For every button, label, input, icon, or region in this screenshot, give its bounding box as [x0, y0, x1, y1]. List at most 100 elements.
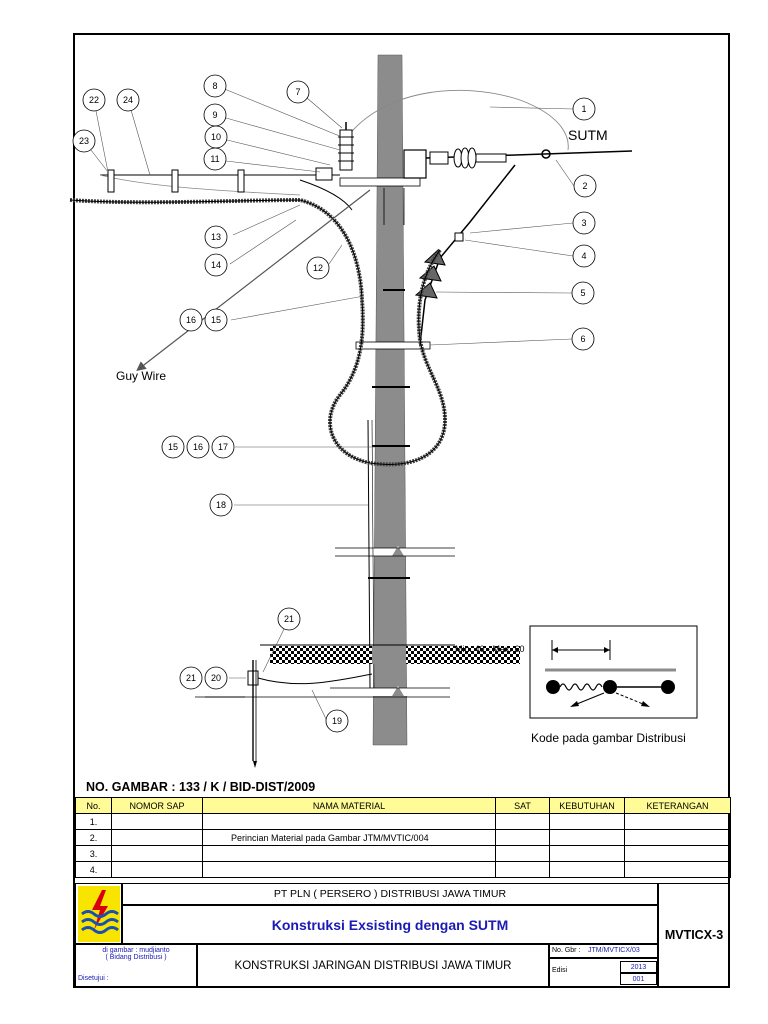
ground-surface: [260, 644, 520, 664]
row-kebutuhan: [549, 845, 625, 862]
svg-text:14: 14: [211, 260, 221, 270]
approved-label: Disetujui :: [78, 975, 109, 982]
callout-12: 12: [306, 256, 330, 280]
callout-1: 1: [572, 97, 596, 121]
svg-text:16: 16: [193, 442, 203, 452]
company-name: PT PLN ( PERSERO ) DISTRIBUSI JAWA TIMUR: [122, 883, 658, 905]
guy-wire-label: Guy Wire: [116, 369, 166, 383]
svg-text:7: 7: [295, 87, 300, 97]
row-keterangan: [624, 813, 731, 830]
callout-6: 6: [571, 327, 595, 351]
title-block: PT PLN ( PERSERO ) DISTRIBUSI JAWA TIMUR…: [75, 883, 730, 987]
drawing-subtitle: KONSTRUKSI JARINGAN DISTRIBUSI JAWA TIMU…: [197, 944, 549, 987]
table-row: 1.: [75, 813, 731, 830]
col-no: No.: [75, 797, 112, 814]
svg-text:9: 9: [212, 110, 217, 120]
svg-text:15: 15: [211, 315, 221, 325]
drawing-number: NO. GAMBAR : 133 / K / BID-DIST/2009: [86, 780, 316, 794]
callouts: 1 2 3 4 5 6 7 8 9 10 11 12 13 14 16 15 1…: [72, 74, 597, 733]
material-table: No. NOMOR SAP NAMA MATERIAL SAT KEBUTUHA…: [75, 797, 731, 878]
callout-15a: 15: [204, 308, 228, 332]
row-no: 4.: [75, 861, 112, 878]
dimension-label: Min. 40 - Max. 60: [455, 644, 525, 654]
row-keterangan: [624, 845, 731, 862]
callout-7: 7: [286, 80, 310, 104]
svg-text:22: 22: [89, 95, 99, 105]
table-row: 4.: [75, 861, 731, 878]
svg-text:11: 11: [210, 154, 219, 164]
col-sat: SAT: [495, 797, 550, 814]
year-value: 2013: [620, 961, 657, 973]
drawn-by-cell: di gambar : mudjianto ( Bidang Distribus…: [75, 944, 197, 987]
callout-21b: 21: [277, 607, 301, 631]
row-keterangan: [624, 829, 731, 846]
callout-20: 20: [204, 666, 228, 690]
callout-24: 24: [116, 88, 140, 112]
pln-logo: [75, 883, 122, 944]
svg-text:3: 3: [581, 218, 586, 228]
row-sap: [111, 829, 203, 846]
drawn-dept: ( Bidang Distribusi ): [105, 954, 167, 961]
row-sap: [111, 861, 203, 878]
callout-leaders: [90, 87, 575, 722]
svg-text:24: 24: [123, 95, 133, 105]
svg-text:1: 1: [581, 104, 586, 114]
no-gbr-label: No. Gbr :: [552, 947, 581, 954]
callout-23: 23: [72, 129, 96, 153]
svg-text:15: 15: [168, 442, 178, 452]
callout-18: 18: [209, 493, 233, 517]
callout-15b: 15: [161, 435, 185, 459]
row-no: 3.: [75, 845, 112, 862]
drawn-by: di gambar : mudjianto: [102, 947, 170, 954]
callout-9: 9: [203, 103, 227, 127]
callout-4: 4: [572, 244, 596, 268]
svg-text:13: 13: [211, 232, 221, 242]
callout-16a: 16: [179, 308, 203, 332]
col-keterangan: KETERANGAN: [624, 797, 731, 814]
no-gbr-value: JTM/MVTICX/03: [588, 947, 640, 954]
row-sat: [495, 813, 550, 830]
svg-text:4: 4: [581, 251, 586, 261]
callout-2: 2: [573, 174, 597, 198]
sutm-label: SUTM: [568, 127, 608, 143]
col-kebutuhan: KEBUTUHAN: [549, 797, 625, 814]
row-keterangan: [624, 861, 731, 878]
row-no: 1.: [75, 813, 112, 830]
svg-text:20: 20: [211, 673, 221, 683]
row-material: [202, 861, 496, 878]
callout-13: 13: [204, 225, 228, 249]
col-sap: NOMOR SAP: [111, 797, 203, 814]
col-material: NAMA MATERIAL: [202, 797, 496, 814]
svg-text:10: 10: [211, 132, 221, 142]
svg-text:21: 21: [284, 614, 294, 624]
pole-construction-diagram: 1 2 3 4 5 6 7 8 9 10 11 12 13 14 16 15 1…: [69, 54, 698, 768]
svg-text:18: 18: [216, 500, 226, 510]
drawing-sheet: [73, 33, 730, 988]
legend-caption: Kode pada gambar Distribusi: [531, 731, 686, 745]
table-row: 2. Perincian Material pada Gambar JTM/MV…: [75, 829, 731, 846]
table-header-row: No. NOMOR SAP NAMA MATERIAL SAT KEBUTUHA…: [75, 797, 731, 814]
row-sap: [111, 845, 203, 862]
callout-22: 22: [82, 88, 106, 112]
legend-box: [529, 625, 698, 719]
edisi-cell: Edisi 2013 001: [549, 958, 658, 987]
row-kebutuhan: [549, 829, 625, 846]
svg-text:23: 23: [79, 136, 89, 146]
svg-text:21: 21: [186, 673, 196, 683]
pln-logo-icon: [77, 885, 120, 942]
callout-5: 5: [571, 281, 595, 305]
crossarm-and-bands: [339, 149, 431, 579]
callout-8: 8: [203, 74, 227, 98]
row-material: Perincian Material pada Gambar JTM/MVTIC…: [202, 829, 496, 846]
edisi-value: 001: [620, 973, 657, 985]
row-no: 2.: [75, 829, 112, 846]
callout-3: 3: [572, 211, 596, 235]
lightning-arrester: [338, 122, 354, 171]
svg-text:2: 2: [582, 181, 587, 191]
drawing-title: Konstruksi Exsisting dengan SUTM: [122, 905, 658, 944]
svg-text:8: 8: [212, 81, 217, 91]
concrete-pole: [195, 54, 455, 746]
guy-wire: [136, 189, 371, 371]
callout-19: 19: [325, 709, 349, 733]
no-gbr-cell: No. Gbr : JTM/MVTICX/03: [549, 944, 658, 958]
